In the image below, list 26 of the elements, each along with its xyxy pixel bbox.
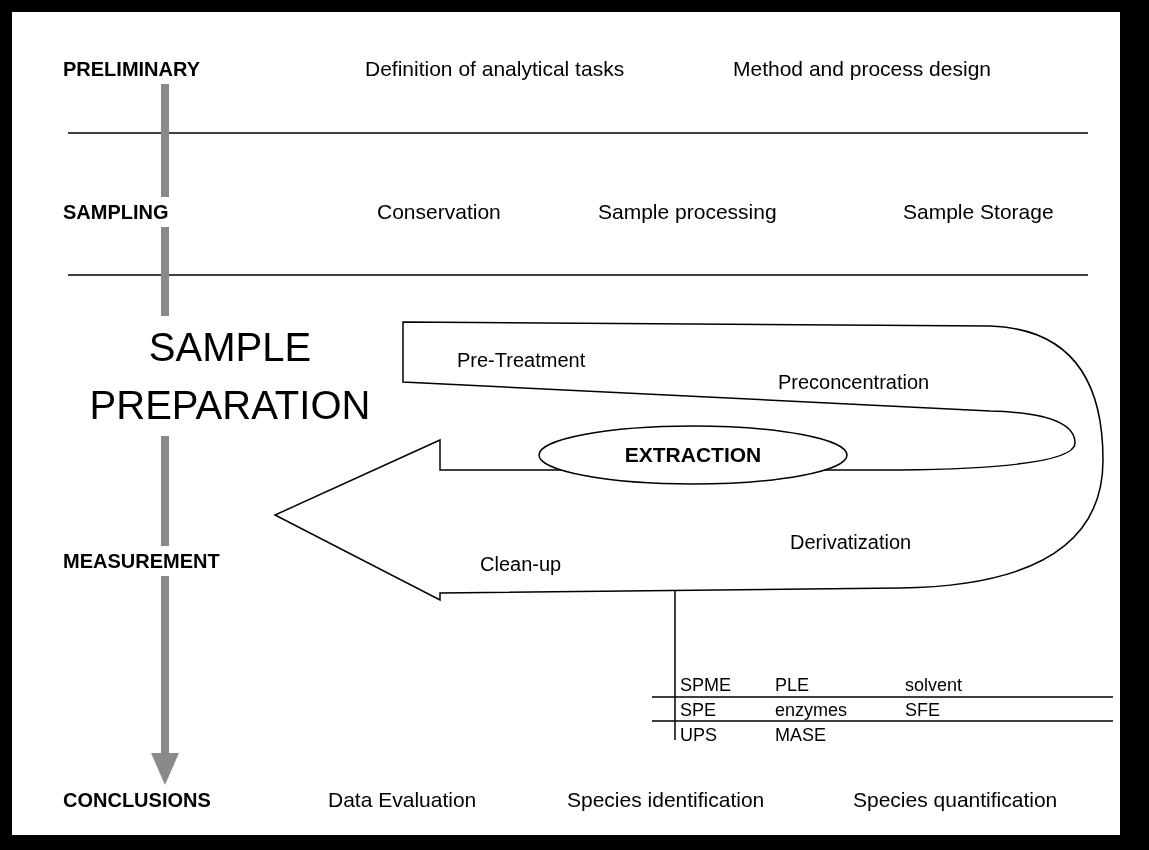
activity-label: Definition of analytical tasks [365,56,625,82]
stage-heading: MEASUREMENT [63,549,221,574]
activity-label: Sample Storage [903,199,1054,225]
table-cell-text: SPE [680,699,717,722]
stage-heading: SAMPLE PREPARATION [88,324,372,429]
ellipse-label: EXTRACTION [624,442,762,469]
stage-heading: SAMPLING [63,200,170,225]
activity-label: Method and process design [733,56,991,82]
table-cell-text: MASE [775,724,826,747]
stage-heading: PRELIMINARY [63,57,202,82]
step-label: Clean-up [480,552,562,576]
step-label: Derivatization [790,530,912,554]
step-label: Pre-Treatment [457,348,586,372]
stage-heading: CONCLUSIONS [63,788,212,813]
table-cell-text: PLE [775,674,810,697]
table-cell-text: UPS [680,724,717,747]
table-cell-text: SFE [905,699,940,722]
activity-label: Sample processing [598,199,777,225]
activity-label: Species quantification [853,787,1058,813]
table-cell-text: solvent [905,674,963,697]
activity-label: Species identification [567,787,765,813]
table-cell-text: enzymes [775,699,848,722]
activity-label: Conservation [377,199,501,225]
table-cell-text: SPME [680,674,731,697]
activity-label: Data Evaluation [328,787,477,813]
step-label: Preconcentration [778,370,930,394]
